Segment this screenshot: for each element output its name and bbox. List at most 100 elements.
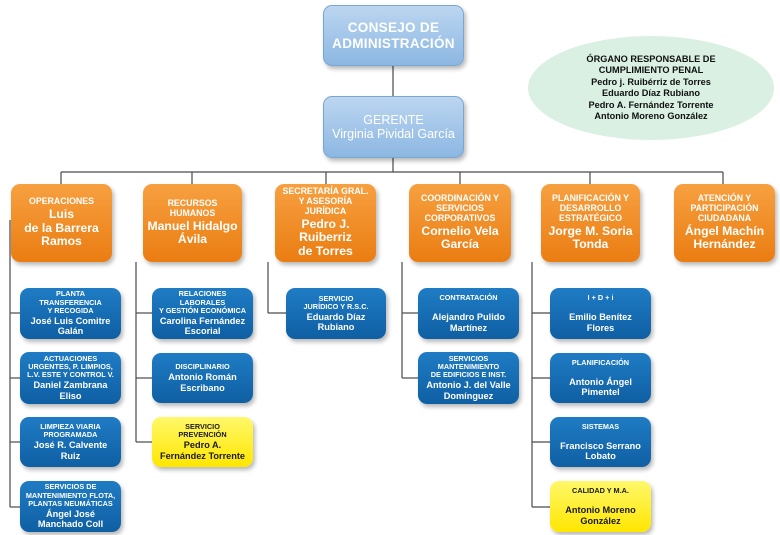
unit-planificacion: PLANIFICACIÓN Antonio Ángel Pimentel <box>550 353 651 403</box>
unit-calidad-ma: CALIDAD Y M.A. Antonio Moreno González <box>550 481 651 532</box>
unit-title: URGENTES, P. LIMPIOS, <box>28 362 113 372</box>
unit-sistemas: SISTEMAS Francisco Serrano Lobato <box>550 417 651 467</box>
gerente-name: Virginia Pividal García <box>332 127 455 141</box>
organo-cumplimiento-oval: ÓRGANO RESPONSABLE DE CUMPLIMIENTO PENAL… <box>528 36 774 140</box>
unit-head-name: Ángel José <box>45 508 95 519</box>
dept-coordinacion: COORDINACIÓN Y SERVICIOS CORPORATIVOS Co… <box>409 184 511 262</box>
unit-head-name: Eduardo Díaz <box>306 311 366 322</box>
dept-title: CORPORATIVOS <box>424 212 496 223</box>
dept-atencion-ciudadana: ATENCIÓN Y PARTICIPACIÓN CIUDADANA Ángel… <box>674 184 775 262</box>
unit-servicio-prevencion: SERVICIO PREVENCIÓN Pedro A. Fernández T… <box>152 417 253 467</box>
unit-relaciones-laborales: RELACIONES LABORALES Y GESTIÓN ECONÓMICA… <box>152 288 253 339</box>
unit-title: Y GESTIÓN ECONÓMICA <box>158 305 247 315</box>
dept-head-name: Ruiberriz <box>299 230 352 245</box>
unit-title: RELACIONES <box>178 289 227 299</box>
dept-title: OPERACIONES <box>28 196 94 207</box>
unit-head-name: José R. Calvente <box>33 440 108 451</box>
unit-head-name: Fernández Torrente <box>159 450 246 461</box>
unit-disciplinario: DISCIPLINARIO Antonio Román Escribano <box>152 353 253 403</box>
unit-head-name: Antonio Román <box>168 372 237 383</box>
dept-title: ESTRATÉGICO <box>559 212 622 223</box>
organo-member: Pedro A. Fernández Torrente <box>588 99 714 110</box>
unit-title: LABORALES <box>179 297 226 307</box>
dept-title: RECURSOS <box>167 198 218 208</box>
unit-title: LIMPIEZA VIARIA <box>40 422 101 432</box>
dept-title: HUMANOS <box>169 207 216 218</box>
unit-head-name: Pimentel <box>581 387 620 398</box>
unit-title: MANTENIMIENTO <box>437 362 500 372</box>
consejo-line1: CONSEJO DE <box>347 20 440 36</box>
unit-head-name: González <box>580 515 621 526</box>
dept-head-name: Luis <box>48 206 75 221</box>
organo-member: Antonio Moreno González <box>594 111 708 121</box>
dept-head-name: Hernández <box>693 237 756 252</box>
unit-title: SISTEMAS <box>581 421 620 431</box>
unit-title: MANTENIMIENTO FLOTA, <box>25 490 116 500</box>
unit-head-name: Emilio Benítez <box>569 312 632 323</box>
unit-title: TRANSFERENCIA <box>39 297 102 307</box>
unit-title: PLANIFICACIÓN <box>571 357 630 367</box>
unit-head-name: Escribano <box>180 382 225 393</box>
dept-head-name: Jorge M. Soria <box>548 223 633 238</box>
unit-head-name: Daniel Zambrana <box>33 380 108 391</box>
unit-head-name: José Luis Comitre <box>30 315 111 326</box>
unit-actuaciones-urgentes: ACTUACIONES URGENTES, P. LIMPIOS, L.V. E… <box>20 352 121 404</box>
unit-head-name: Martínez <box>449 322 488 333</box>
dept-head-name: de Torres <box>298 244 353 259</box>
dept-title: JURÍDICA <box>304 205 347 216</box>
dept-head-name: Tonda <box>572 237 609 252</box>
unit-head-name: Carolina Fernández <box>159 315 246 326</box>
unit-title: SERVICIO <box>185 422 220 432</box>
unit-title: PLANTAS NEUMÁTICAS <box>28 498 113 508</box>
dept-title: PLANIFICACIÓN Y <box>551 193 630 204</box>
dept-head-name: Ávila <box>177 232 208 247</box>
unit-idi: I + D + i Emilio Benítez Flores <box>550 288 651 339</box>
unit-title: CONTRATACIÓN <box>439 293 498 303</box>
unit-head-name: Galán <box>57 326 84 337</box>
unit-title: JURÍDICO Y R.S.C. <box>303 301 369 311</box>
unit-title: Y RECOGIDA <box>47 305 94 315</box>
unit-title: PLANTA <box>55 289 86 299</box>
unit-head-name: Escorial <box>184 326 221 337</box>
unit-head-name: Manchado Coll <box>37 519 104 530</box>
gerente-box: GERENTE Virginia Pividal García <box>323 96 464 158</box>
organo-title-line2: CUMPLIMIENTO PENAL <box>598 65 704 75</box>
dept-title: SECRETARÍA GRAL. <box>282 186 369 197</box>
dept-secretaria-general: SECRETARÍA GRAL. Y ASESORÍA JURÍDICA Ped… <box>275 184 376 262</box>
unit-head-name: Alejandro Pulido <box>432 312 505 323</box>
dept-head-name: de la Barrera <box>24 220 99 235</box>
unit-head-name: Antonio Moreno <box>565 505 636 516</box>
unit-servicio-juridico: SERVICIO JURÍDICO Y R.S.C. Eduardo Díaz … <box>286 288 386 339</box>
unit-title: L.V. ESTE Y CONTROL V. <box>27 370 114 380</box>
unit-title: SERVICIO <box>318 293 354 303</box>
unit-title: SERVICIOS <box>448 353 489 363</box>
unit-head-name: Francisco Serrano <box>560 440 641 451</box>
dept-title: DESARROLLO <box>559 202 622 213</box>
unit-mantenimiento-flota: SERVICIOS DE MANTENIMIENTO FLOTA, PLANTA… <box>20 481 121 532</box>
consejo-line2: ADMINISTRACIÓN <box>332 35 455 51</box>
unit-head-name: Eliso <box>59 390 82 401</box>
dept-operaciones: OPERACIONES Luis de la Barrera Ramos <box>11 184 112 262</box>
dept-title: ATENCIÓN Y <box>697 193 752 204</box>
gerente-title: GERENTE <box>363 113 424 127</box>
unit-planta-transferencia: PLANTA TRANSFERENCIA Y RECOGIDA José Lui… <box>20 288 121 339</box>
organo-member: Eduardo Díaz Rubiano <box>601 88 700 98</box>
unit-head-name: Domínguez <box>443 390 494 401</box>
dept-planificacion: PLANIFICACIÓN Y DESARROLLO ESTRATÉGICO J… <box>541 184 640 262</box>
dept-head-name: Pedro J. <box>301 216 350 231</box>
unit-head-name: Antonio J. del Valle <box>426 380 511 391</box>
dept-head-name: Manuel Hidalgo <box>147 218 238 233</box>
unit-title: I + D + i <box>587 293 614 303</box>
unit-head-name: Flores <box>586 322 615 333</box>
dept-head-name: Ramos <box>41 234 82 249</box>
unit-title: SERVICIOS DE <box>44 482 97 492</box>
organo-member: Pedro j. Ruibérriz de Torres <box>591 76 711 87</box>
unit-head-name: Lobato <box>585 451 616 462</box>
dept-head-name: García <box>441 237 479 252</box>
dept-title: SERVICIOS <box>436 202 484 213</box>
dept-head-name: Ángel Machín <box>684 223 765 238</box>
unit-head-name: Rubiano <box>317 322 355 333</box>
unit-contratacion: CONTRATACIÓN Alejandro Pulido Martínez <box>418 288 519 339</box>
unit-mantenimiento-edificios: SERVICIOS MANTENIMIENTO DE EDIFICIOS E I… <box>418 352 519 404</box>
